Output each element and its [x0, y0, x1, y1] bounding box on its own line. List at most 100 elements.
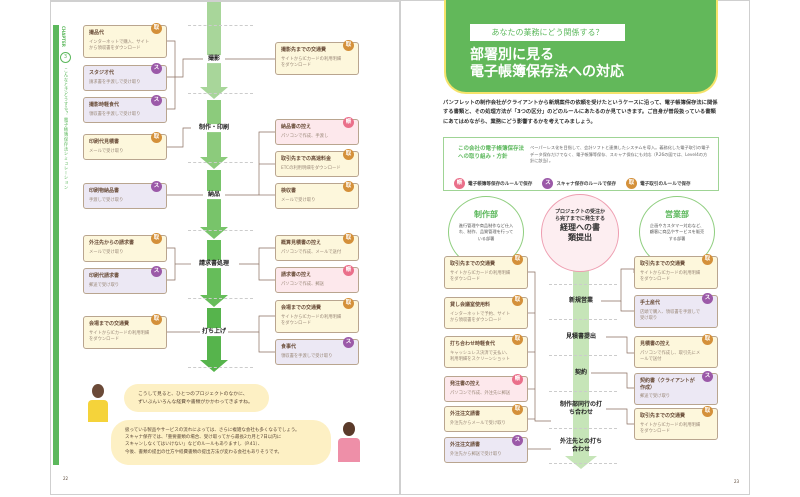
category-badge-icon: 帳: [343, 265, 354, 276]
category-badge-icon: 取: [151, 132, 162, 143]
dept-name: 営業部: [665, 210, 689, 219]
card-title: 打ち合わせ時軽食代: [450, 341, 496, 347]
chapter-number: 3: [60, 52, 71, 63]
category-badge-icon: 取: [512, 404, 523, 415]
card-title: 会場までの交通費: [281, 305, 322, 311]
card-title: 検収書: [281, 188, 297, 194]
card-description: 外注先からメールで受け取り: [450, 420, 506, 426]
category-badge-icon: ス: [151, 63, 162, 74]
category-badge-icon: 取: [512, 295, 523, 306]
intro-paragraph: パンフレットの制作会社がクライアントから新規案件の依頼を受けたというケースに沿っ…: [443, 100, 718, 125]
category-badge-icon: 取: [702, 254, 713, 265]
document-card: 取外注先からの請求書メールで受け取り: [83, 233, 167, 262]
card-description: 店頭で購入、領収書を手渡しで受け取り: [640, 309, 701, 321]
page-number: 22: [63, 476, 69, 481]
bubble-text: こうして見ると、ひとつのプロジェクトのなかに、: [138, 392, 248, 397]
flow-stage-label: 打ち上げ: [199, 328, 229, 336]
category-badge-icon: 取: [343, 149, 354, 160]
card-description: メールで受け取り: [89, 148, 124, 154]
card-description: キャッシュレス決済で支払い、利用明細をスクリーンショット: [450, 350, 511, 362]
card-description: メールで受け取り: [281, 197, 316, 203]
flow-stage-label: 納品: [205, 191, 223, 199]
title-line-2: 電子帳簿保存法への対応: [470, 64, 624, 80]
flow-stage-label: 請求書処理: [196, 260, 232, 268]
document-card: 帳発注書の控えパソコンで作成、外注先に郵送: [444, 374, 528, 402]
category-badge-icon: 取: [343, 181, 354, 192]
policy-box: この会社の電子帳簿保存法への取り組み・方針 ペーパーレス化を目指して、会計ソフト…: [443, 137, 719, 191]
legend-item: 帳電子帳簿等保存のルールで保存: [454, 178, 532, 189]
document-card: 帳納品書の控えパソコンで作成、手渡し: [275, 117, 359, 145]
legend-label: スキャナ保存のルールで保存: [556, 181, 617, 187]
card-title: 取引先までの高速料金: [281, 156, 332, 162]
card-title: 納品書の控え: [281, 124, 312, 130]
center-big: 経理への書類提出: [560, 223, 600, 243]
flow-stage-label: 新規営業: [568, 297, 594, 305]
card-description: サイトからICカードの利用明細をダウンロード: [450, 270, 511, 282]
card-title: スタジオ代: [89, 70, 115, 76]
bubble-text: ずいぶんいろんな経費や書類がかかわってきますね。: [138, 399, 253, 405]
card-description: サイトからICカードの利用明細をダウンロード: [640, 422, 701, 434]
document-card: 取取引先までの交通費サイトからICカードの利用明細をダウンロード: [444, 254, 528, 289]
side-title: こんなときどうする？ 電子帳簿保存法シミュレーション: [63, 68, 68, 190]
right-page: あなたの業務にどう関係する？ 部署別に見る 電子帳簿保存法への対応 パンフレット…: [400, 0, 750, 495]
card-description: インターネットで予約、サイトから領収書をダウンロード: [450, 311, 511, 323]
bubble-text: 扱っている製品やサービスの流れによっては、さらに複雑な会社も多くなるでしょう。: [125, 428, 300, 433]
card-description: ETCの利用明細をダウンロード: [281, 165, 341, 171]
category-badge-icon: 取: [512, 254, 523, 265]
dept-desc: 企画やカスタマー対応など、顧客に商品やサービスを販売する部署: [649, 223, 705, 241]
document-card: 取会場までの交通費サイトからICカードの利用明細をダウンロード: [83, 314, 167, 349]
flow-stage-label: 撮影: [205, 55, 223, 63]
card-description: 領収書を手渡しで受け取り: [89, 111, 141, 117]
card-description: 外注先から郵送で受け取り: [450, 451, 502, 457]
header-subtitle: あなたの業務にどう関係する？: [470, 24, 625, 41]
category-badge-icon: 取: [343, 298, 354, 309]
document-card: 取会場までの交通費サイトからICカードの利用明細をダウンロード: [275, 298, 359, 333]
category-badge-icon: ス: [151, 266, 162, 277]
card-title: 外注注文請書: [450, 442, 481, 448]
category-badge-icon: 取: [702, 406, 713, 417]
document-card: 取見積書の控えパソコンで作成し、取引先にメールで送付: [634, 334, 718, 369]
document-card: 取取引先までの交通費サイトからICカードの利用明細をダウンロード: [634, 406, 718, 441]
category-badge-icon: 取: [343, 233, 354, 244]
flow-stage-label: 見積書提出: [565, 333, 597, 341]
card-title: 取引先までの交通費: [450, 261, 496, 267]
card-title: 取引先までの交通費: [640, 413, 686, 419]
card-title: 印刷代見積書: [89, 139, 120, 145]
dept-desc: 進行管理や商品制作など仕入れ、制作、品質管理を行っている部署: [458, 223, 514, 241]
accounting-submission-circle: プロジェクトの受注から完了までに発生する 経理への書類提出: [541, 194, 619, 272]
card-description: パソコンで作成し、取引先にメールで送付: [640, 350, 701, 362]
document-card: 帳請求書の控えパソコンで作成、郵送: [275, 265, 359, 293]
woman-character-illustration-2: [336, 422, 362, 466]
document-card: 取外注注文請書外注先からメールで受け取り: [444, 404, 528, 432]
bubble-text: 今後、書類の提出の仕方や経費書類の提出方法が変わる会社もありそうです。: [125, 449, 283, 455]
category-badge-icon: ス: [343, 337, 354, 348]
document-card: 取貸し会議室使用料インターネットで予約、サイトから領収書をダウンロード: [444, 295, 528, 330]
speech-bubble-1: こうして見ると、ひとつのプロジェクトのなかに、 ずいぶんいろんな経費や書類がかか…: [124, 384, 269, 412]
header-banner: あなたの業務にどう関係する？ 部署別に見る 電子帳簿保存法への対応: [444, 0, 718, 94]
document-card: 取撮影先までの交通費サイトからICカードの利用明細をダウンロード: [275, 40, 359, 75]
card-description: インターネットで購入、サイトから領収書をダウンロード: [89, 39, 150, 51]
document-card: 取取引先までの高速料金 ETCの利用明細をダウンロード: [275, 149, 359, 177]
card-title: 会場までの交通費: [89, 321, 130, 327]
category-badge-icon: 取: [151, 314, 162, 325]
card-description: 郵送で受け取り: [89, 282, 120, 288]
document-card: 取取引先までの交通費サイトからICカードの利用明細をダウンロード: [634, 254, 718, 289]
flow-stage-label: 外注先との打ち合わせ: [560, 438, 602, 453]
chapter-bar: [53, 25, 59, 465]
document-card: ス手土産代店頭で購入、領収書を手渡しで受け取り: [634, 293, 718, 328]
category-badge-icon: ス: [702, 371, 713, 382]
card-description: メールで受け取り: [89, 249, 124, 255]
card-title: 印刷物納品書: [89, 188, 120, 194]
category-badge-icon: 帳: [343, 117, 354, 128]
card-title: 外注先からの請求書: [89, 240, 135, 246]
bubble-text: スキャンしなくてはいけない」などのルールもありますし（P.41）、: [125, 442, 263, 448]
category-badge-icon: 取: [151, 23, 162, 34]
card-title: 貸し会議室使用料: [450, 302, 491, 308]
left-page: CHAPTER 3 こんなときどうする？ 電子帳簿保存法シミュレーション 撮影制…: [50, 0, 400, 495]
card-title: 発注書の控え: [450, 381, 481, 387]
chapter-label: CHAPTER: [61, 26, 66, 47]
card-description: サイトからICカードの利用明細をダウンロード: [89, 330, 150, 342]
page-number: 23: [734, 479, 740, 484]
title-line-1: 部署別に見る: [470, 47, 554, 63]
flow-connectors-right: [527, 268, 635, 469]
